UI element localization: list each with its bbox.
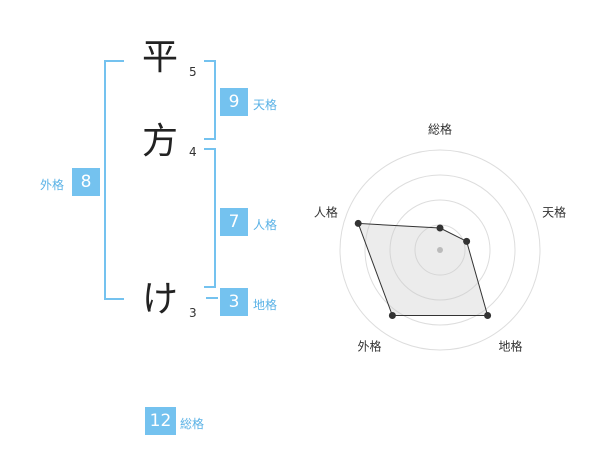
stroke-count-1: 5 — [189, 65, 197, 79]
jinkaku-bracket — [204, 148, 216, 288]
radar-data-point — [463, 237, 471, 245]
radar-axis-label: 天格 — [542, 204, 566, 219]
radar-grid-ring — [389, 199, 491, 301]
chikaku-badge: 3 — [220, 288, 248, 316]
name-char-2: 方 — [142, 121, 179, 162]
stroke-count-3: 3 — [189, 306, 197, 320]
radar-axis-label: 人格 — [314, 204, 338, 219]
radar-data-point — [436, 224, 444, 232]
gaikaku-label: 外格 — [40, 178, 65, 192]
radar-axis-label: 総格 — [428, 122, 452, 137]
radar-data-point — [354, 219, 362, 227]
chikaku-connector — [206, 297, 218, 299]
soukaku-label: 総格 — [180, 417, 205, 431]
radar-axis-label: 地格 — [499, 339, 523, 354]
radar-grid-ring — [364, 174, 516, 326]
stroke-count-2: 4 — [189, 145, 197, 159]
soukaku-badge: 12 — [145, 407, 176, 435]
jinkaku-badge: 7 — [220, 208, 248, 236]
chikaku-label: 地格 — [253, 298, 278, 312]
tenkaku-bracket — [204, 60, 216, 140]
radar-axis-label: 外格 — [357, 339, 381, 354]
name-char-1: 平 — [142, 37, 179, 78]
name-char-3: け — [142, 279, 179, 320]
jinkaku-label: 人格 — [253, 218, 278, 232]
radar-center-dot — [437, 247, 443, 253]
gaikaku-badge: 8 — [72, 168, 100, 196]
radar-grid-ring — [339, 149, 541, 351]
radar-data-polygon — [357, 222, 489, 317]
radar-data-point — [484, 312, 492, 320]
radar-data-point — [388, 312, 396, 320]
outer-bracket — [104, 60, 124, 300]
tenkaku-badge: 9 — [220, 88, 248, 116]
tenkaku-label: 天格 — [253, 98, 278, 112]
